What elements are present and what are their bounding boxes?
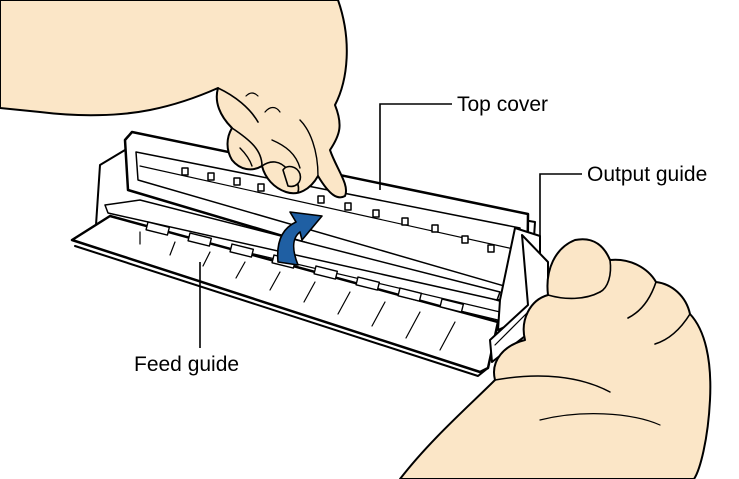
top-cover-label: Top cover	[457, 93, 548, 116]
feed-guide-label: Feed guide	[134, 353, 239, 376]
output-guide-label: Output guide	[587, 163, 707, 186]
output-guide-leader	[539, 173, 582, 240]
left-hand-skin	[0, 0, 348, 199]
cover-slots	[181, 167, 495, 253]
inner-rail	[104, 199, 501, 301]
left-hand	[0, 0, 348, 199]
output-guide	[489, 234, 549, 363]
feed-rollers	[145, 221, 465, 313]
feed-guide-ridges	[139, 231, 456, 351]
callout-leaders	[199, 103, 582, 348]
top-cover-leader	[379, 103, 452, 190]
right-hand-skin	[399, 238, 712, 479]
curved-up-arrow-icon	[276, 211, 323, 266]
scanner	[70, 130, 549, 377]
right-hand	[399, 238, 712, 479]
